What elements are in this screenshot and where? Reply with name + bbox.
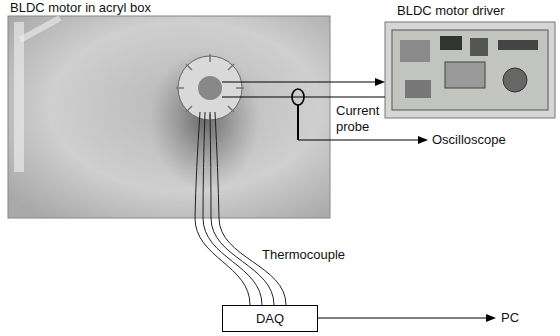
device-label: Oscilloscope [432, 132, 542, 148]
wire [330, 81, 377, 82]
panel-heading: BLDC motor driver [397, 3, 505, 19]
device-label: PC [501, 310, 541, 326]
photo-panel: BLDC motor driver [385, 0, 555, 118]
motor-photo [8, 16, 428, 218]
wire [330, 96, 385, 97]
photo-panel: BLDC motor in acryl box [8, 0, 330, 218]
wire-label: Thermocouple [262, 247, 372, 263]
box-text: DAQ [223, 311, 317, 327]
process-box: DAQ [222, 305, 318, 332]
driver-photo [385, 22, 555, 118]
connector [330, 97, 385, 98]
arrow-head [375, 78, 385, 86]
pc-arrow [310, 314, 496, 322]
device-label: Current probe [336, 103, 388, 135]
panel-heading: BLDC motor in acryl box [10, 0, 151, 16]
connector [330, 78, 385, 86]
